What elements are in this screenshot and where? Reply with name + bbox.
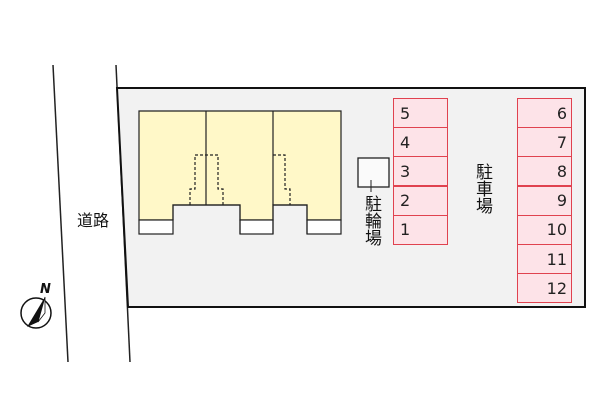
parking-slot: 11 [517, 244, 572, 274]
bicycle-shelter [357, 157, 390, 188]
parking-slot: 4 [393, 127, 448, 158]
parking-slot: 5 [393, 98, 448, 128]
parking-slot-number: 5 [400, 103, 411, 123]
parking-slot-number: 3 [400, 161, 411, 181]
stair-outline [273, 154, 291, 205]
stair-outline [189, 154, 224, 205]
parking-slot: 1 [393, 214, 448, 245]
parking-slot: 7 [517, 127, 572, 158]
parking-slot: 2 [393, 185, 448, 216]
parking-slot: 8 [517, 156, 572, 187]
parking-slot-number: 10 [546, 220, 567, 240]
parking-slot: 10 [517, 214, 572, 245]
parking-label: 駐車場 [472, 163, 492, 214]
parking-slot: 12 [517, 273, 572, 304]
parking-slot-number: 11 [546, 249, 567, 269]
parking-slot: 9 [517, 185, 572, 216]
parking-slot-number: 7 [556, 132, 567, 152]
north-label: N [40, 282, 51, 297]
bicycle-parking-label: 駐輪場 [361, 195, 381, 246]
parking-slot-number: 12 [546, 278, 567, 298]
parking-slot-number: 1 [400, 220, 411, 240]
road-label: 道路 [77, 211, 110, 230]
parking-slot-number: 6 [556, 103, 567, 123]
parking-slot-number: 4 [400, 132, 411, 152]
road-edge-left [52, 64, 69, 363]
parking-slot-number: 9 [556, 191, 567, 211]
parking-slot: 3 [393, 156, 448, 187]
building [138, 110, 342, 235]
north-compass-icon [20, 296, 52, 329]
parking-slot: 6 [517, 98, 572, 128]
parking-slot-number: 2 [400, 191, 411, 211]
parking-slot-number: 8 [556, 161, 567, 181]
